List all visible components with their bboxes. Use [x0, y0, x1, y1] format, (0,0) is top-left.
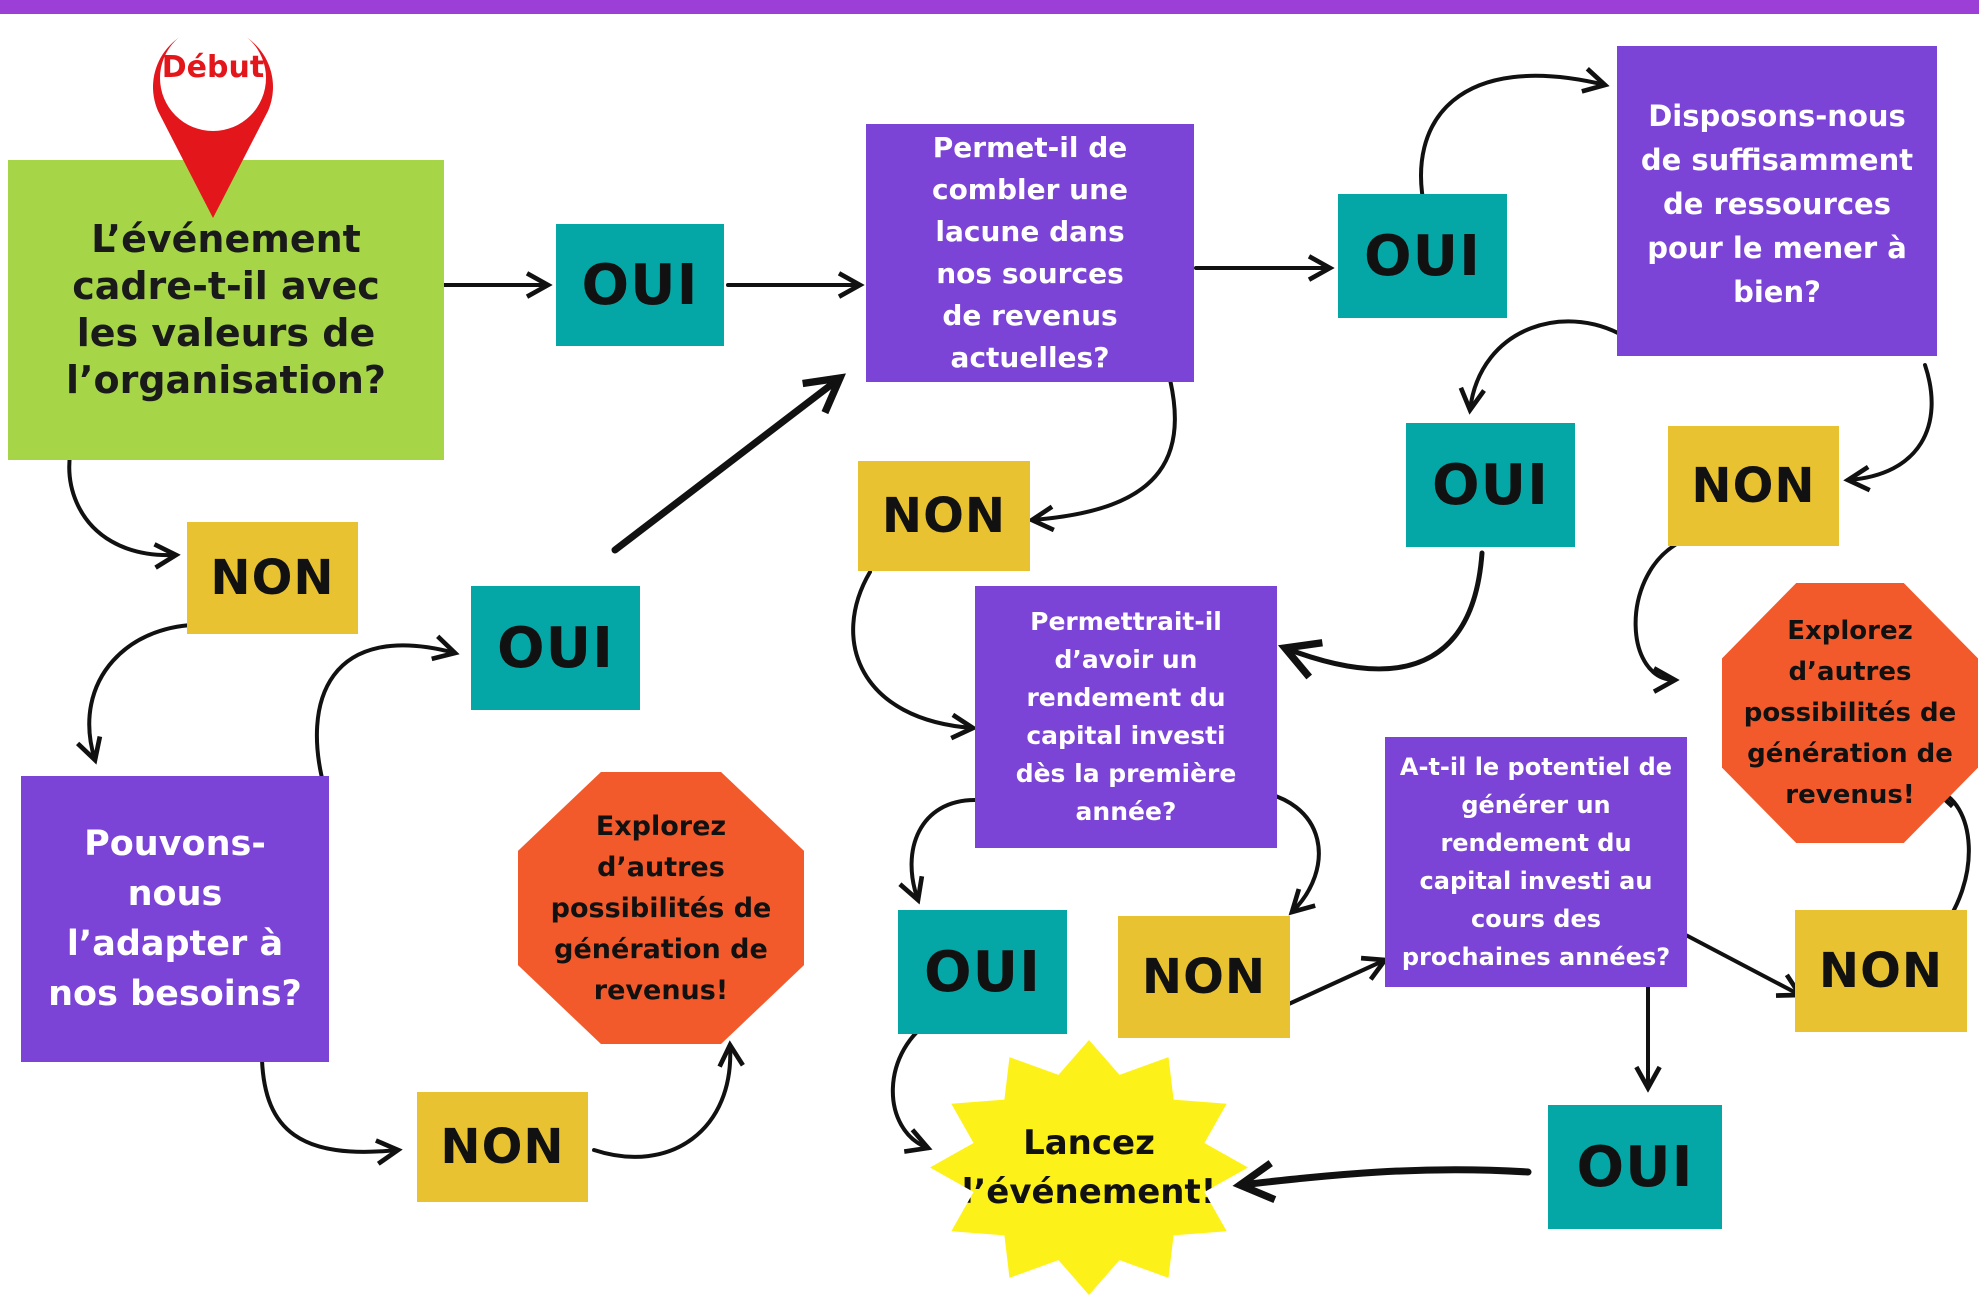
explore-line: Explorez	[1787, 615, 1913, 646]
explore-line: revenus!	[1785, 779, 1915, 810]
answer-no-resources: NON	[1668, 426, 1839, 546]
arrow-q2-non	[1032, 343, 1177, 520]
arrow-non-q4	[89, 622, 212, 760]
question-revenue-gap-line: Permet-il de	[932, 131, 1128, 164]
map-pin-icon	[153, 25, 273, 218]
question-values: L’événement cadre-t-il avec les valeurs …	[8, 160, 444, 460]
question-resources: Disposons-nous de suffisamment de ressou…	[1617, 46, 1937, 356]
arrow-q3-non	[1848, 363, 1934, 480]
top-banner	[0, 0, 1979, 14]
arrow-oui-q2-bold	[611, 378, 840, 554]
question-revenue-gap-line: combler une	[931, 173, 1129, 206]
answer-no-adapt: NON	[417, 1092, 588, 1202]
answer-yes-adapt: OUI	[471, 586, 640, 710]
arrow-oui-launch	[890, 1016, 937, 1148]
question-future-line: générer un	[1461, 791, 1611, 819]
answer-no-future: NON	[1795, 910, 1967, 1032]
explore-line: possibilités de	[1743, 697, 1957, 728]
launch-line: l’événement!	[961, 1171, 1217, 1212]
question-revenue-gap-line: de revenus	[942, 299, 1118, 332]
arrow-q3-oui	[1470, 319, 1632, 410]
explore-line: Explorez	[595, 810, 727, 842]
question-adapt: Pouvons- nous l’adapter à nos besoins?	[21, 776, 329, 1062]
arrow-q5-oui	[912, 798, 977, 900]
arrow-oui-launch-bold	[1240, 1170, 1532, 1185]
answer-no-values: NON	[187, 522, 358, 634]
question-adapt-line: l’adapter à	[66, 924, 284, 964]
question-future-line: capital investi au	[1419, 867, 1653, 895]
question-future-line: A-t-il le potentiel de	[1399, 753, 1673, 781]
question-resources-line: bien?	[1733, 275, 1821, 309]
arrow-q4-non	[260, 1058, 398, 1152]
question-values-line: L’événement	[91, 217, 361, 261]
question-first-year-line: capital investi	[1026, 721, 1226, 750]
question-values-line: cadre-t-il avec	[72, 264, 380, 308]
explore-line: d’autres	[597, 851, 725, 883]
arrow-non-explore-right	[1633, 543, 1675, 680]
arrow-non-q6	[1278, 960, 1385, 1010]
explore-other-options: Explorez d’autres possibilités de généra…	[518, 772, 804, 1044]
question-adapt-line: Pouvons-	[84, 824, 266, 864]
explore-line: génération de	[1747, 738, 1953, 769]
question-values-line: l’organisation?	[66, 358, 386, 402]
explore-line: génération de	[554, 933, 768, 965]
answer-yes-resources: OUI	[1406, 423, 1575, 547]
question-first-year-line: dès la première	[1015, 759, 1237, 788]
question-first-year-line: d’avoir un	[1054, 645, 1198, 674]
question-resources-line: de ressources	[1662, 187, 1891, 221]
question-future-line: cours des	[1470, 905, 1602, 933]
explore-other-options-right: Explorez d’autres possibilités de généra…	[1722, 583, 1978, 843]
answer-no-gap: NON	[858, 461, 1030, 571]
launch-line: Lancez	[1023, 1122, 1155, 1163]
question-revenue-gap-line: lacune dans	[935, 215, 1125, 248]
question-first-year-line: année?	[1075, 797, 1177, 826]
arrow-oui-q3	[1419, 76, 1605, 212]
question-future-return: A-t-il le potentiel de générer un rendem…	[1385, 737, 1687, 987]
arrow-oui-q5-bold	[1285, 550, 1485, 669]
arrow-q6-non	[1680, 931, 1800, 995]
explore-line: d’autres	[1788, 656, 1912, 687]
question-adapt-line: nos besoins?	[48, 974, 302, 1014]
arrow-non-explore	[592, 1045, 730, 1159]
arrow-q4-oui	[314, 645, 455, 792]
question-first-year-line: Permettrait-il	[1030, 607, 1222, 636]
answer-yes-future: OUI	[1548, 1105, 1722, 1229]
answer-yes-gap: OUI	[1338, 194, 1507, 318]
start-label: Début	[161, 50, 265, 85]
question-first-year-return: Permettrait-il d’avoir un rendement du c…	[975, 586, 1277, 848]
answer-yes-values: OUI	[556, 224, 724, 346]
question-revenue-gap: Permet-il de combler une lacune dans nos…	[866, 124, 1194, 382]
question-resources-line: de suffisamment	[1640, 143, 1914, 177]
question-future-line: rendement du	[1440, 829, 1632, 857]
question-resources-line: Disposons-nous	[1648, 99, 1906, 133]
question-adapt-line: nous	[127, 874, 223, 914]
question-first-year-line: rendement du	[1026, 683, 1226, 712]
question-values-line: les valeurs de	[76, 311, 376, 355]
question-resources-line: pour le mener à	[1647, 231, 1907, 265]
explore-line: possibilités de	[550, 892, 772, 924]
answer-yes-first-year: OUI	[898, 910, 1067, 1034]
explore-line: revenus!	[593, 974, 729, 1006]
answer-no-first-year: NON	[1118, 916, 1290, 1038]
question-revenue-gap-line: nos sources	[936, 257, 1124, 290]
question-future-line: prochaines années?	[1401, 943, 1671, 971]
arrow-non-q5	[851, 570, 973, 728]
question-revenue-gap-line: actuelles?	[950, 341, 1110, 374]
